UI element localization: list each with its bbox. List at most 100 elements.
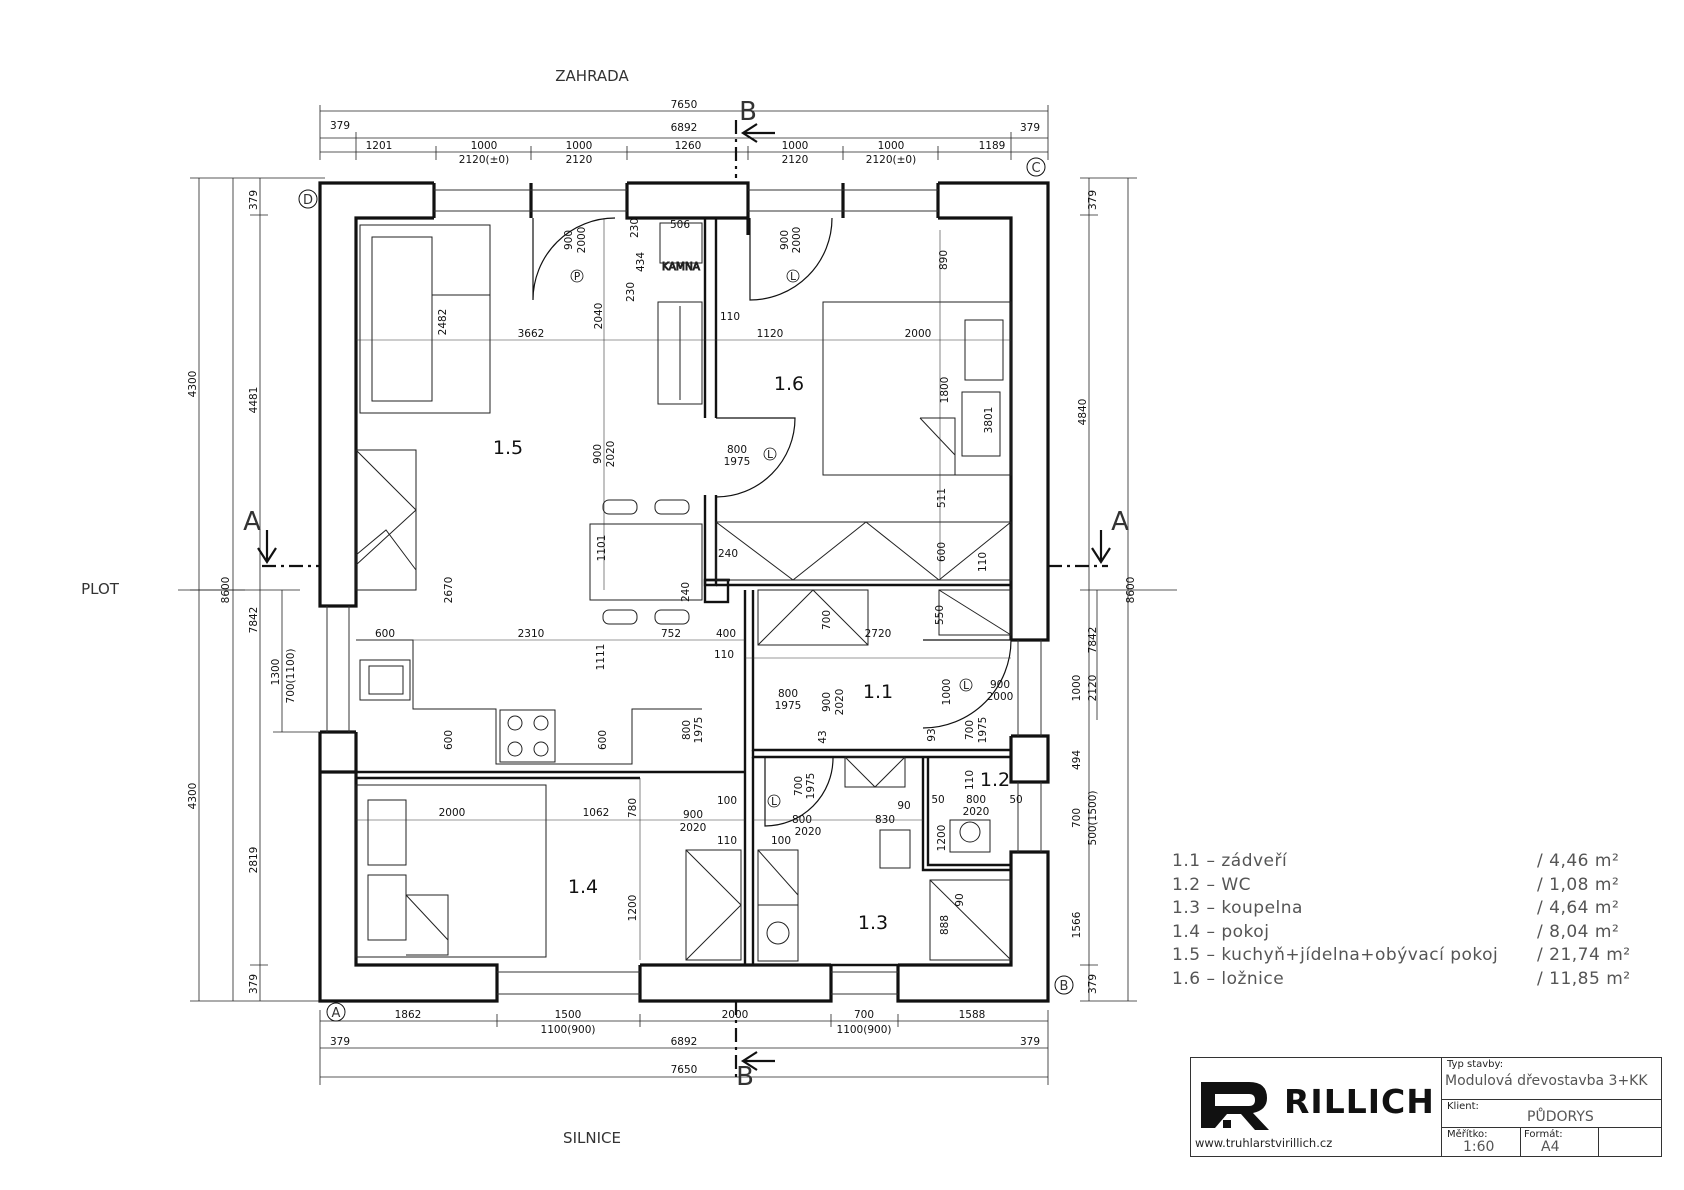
dim-interior: 1120 [757, 328, 784, 340]
label-fence: PLOT [81, 580, 120, 598]
room-label-1-4: 1.4 [568, 876, 598, 898]
room-legend: 1.1 – zádveří / 4,46 m² 1.2 – WC / 1,08 … [1172, 850, 1657, 991]
dim-left: 7842 [248, 607, 260, 634]
dim-interior: 1975 [805, 773, 817, 800]
dim-interior: 90 [954, 893, 966, 906]
legend-area: / 4,64 m² [1537, 898, 1620, 918]
legend-row: 1.1 – zádveří / 4,46 m² [1172, 850, 1657, 874]
dim-bottom-sub: 1100(900) [541, 1024, 596, 1036]
dim-left: 379 [248, 974, 260, 994]
legend-room-name: koupelna [1221, 898, 1303, 918]
dim-interior: 700 [821, 610, 833, 630]
grid-mark-a: A [332, 1006, 341, 1021]
legend-room: 1.1 – zádveří [1172, 851, 1288, 871]
label-road: SILNICE [563, 1129, 621, 1147]
dim-right: 2120 [1087, 675, 1099, 702]
grid-marks [298, 157, 1074, 1022]
dim-left: 379 [248, 190, 260, 210]
meritko-value: 1:60 [1463, 1139, 1495, 1155]
door-mark: L [771, 796, 777, 808]
legend-area-unit: m² [1606, 945, 1631, 965]
section-mark-b-top: B [739, 97, 757, 127]
dim-interior: 2482 [437, 309, 449, 336]
dim-interior: 600 [597, 730, 609, 750]
dim-interior: 800 [727, 444, 747, 456]
dim-bottom-end-left: 379 [330, 1036, 350, 1048]
dim-interior: 434 [635, 252, 647, 272]
legend-room-name: kuchyň+jídelna+obývací pokoj [1221, 945, 1499, 965]
dim-interior: 1975 [693, 717, 705, 744]
dim-right: 8600 [1125, 577, 1137, 604]
dim-left: 4300 [187, 783, 199, 810]
dim-interior: 900 [821, 692, 833, 712]
dim-interior: 2020 [680, 822, 707, 834]
dim-interior: 240 [718, 548, 738, 560]
format-label: Formát: [1524, 1129, 1563, 1140]
dim-top-sub: 2120(±0) [459, 154, 509, 166]
legend-area-unit: m² [1594, 851, 1620, 871]
legend-room: 1.4 – pokoj [1172, 921, 1270, 942]
dim-interior: 1975 [724, 456, 751, 468]
room-label-1-2: 1.2 [980, 769, 1010, 791]
door-mark: L [767, 449, 773, 461]
legend-area-value: 8,04 [1549, 921, 1589, 942]
meritko-label: Měřítko: [1447, 1129, 1488, 1140]
room-label-1-3: 1.3 [858, 912, 888, 934]
legend-area-unit: m² [1594, 874, 1620, 895]
room-label-1-5: 1.5 [493, 437, 523, 459]
dim-right: 494 [1071, 750, 1083, 770]
dim-interior: 1800 [939, 377, 951, 404]
typ-label: Typ stavby: [1447, 1059, 1504, 1070]
dim-bottom-chain: 1862 [395, 1009, 422, 1021]
dim-left: 2819 [248, 847, 260, 874]
dim-interior: 780 [627, 798, 639, 818]
dim-interior: 888 [939, 915, 951, 935]
dim-interior: 2040 [593, 303, 605, 330]
dim-interior: 800 [681, 720, 693, 740]
legend-room: 1.3 – koupelna [1172, 898, 1303, 918]
dim-interior: 2000 [987, 691, 1014, 703]
dim-interior: 506 [670, 219, 690, 231]
dim-top-chain: 1260 [675, 140, 702, 152]
dim-interior: 700 [793, 776, 805, 796]
dim-interior: 900 [683, 809, 703, 821]
dim-right: 500(1500) [1087, 791, 1099, 846]
legend-room-name: WC [1221, 874, 1252, 895]
dim-top-sub: 2120 [782, 154, 809, 166]
furniture: KAMNA [355, 222, 1012, 962]
dim-top-total: 7650 [671, 99, 698, 111]
dim-interior: 830 [875, 814, 895, 826]
dim-interior: 511 [936, 488, 948, 508]
dim-interior: 1200 [936, 825, 948, 852]
grid-mark-c: C [1031, 161, 1040, 176]
legend-area-unit: m² [1606, 968, 1631, 989]
dim-left: 8600 [220, 577, 232, 604]
top-dimensions [319, 105, 1049, 160]
dim-interior: 230 [629, 218, 641, 238]
dim-interior: 50 [931, 794, 944, 806]
room-label-1-6: 1.6 [774, 373, 804, 395]
interior-dimensions [356, 218, 1011, 960]
dim-interior: 600 [443, 730, 455, 750]
room-label-1-1: 1.1 [863, 681, 893, 703]
dim-bottom-sub: 1100(900) [837, 1024, 892, 1036]
section-line-b [734, 120, 775, 1080]
grid-mark-d: D [303, 193, 313, 208]
dim-left: 1300 [270, 659, 282, 686]
interior-dimension-texts: 900 2000 230 434 230 506 900 2000 890 24… [375, 218, 1023, 935]
dim-interior: 240 [680, 582, 692, 602]
legend-area-value: 1,08 [1549, 874, 1589, 895]
bottom-dimension-texts: 1862 1500 2000 700 1588 1100(900) 1100(9… [330, 1009, 1040, 1076]
dim-interior: 110 [720, 311, 740, 323]
dim-top-chain: 1000 [471, 140, 498, 152]
windows [326, 189, 1042, 995]
dim-interior: 2000 [576, 227, 588, 254]
dim-interior: 2020 [605, 441, 617, 468]
door-mark-texts: P L L L L [574, 271, 969, 808]
brand-website: www.truhlarstvirillich.cz [1195, 1136, 1333, 1150]
section-mark-b-bottom: B [736, 1062, 754, 1092]
legend-room-id: 1.5 [1172, 945, 1201, 965]
dim-top-chain: 1000 [782, 140, 809, 152]
dim-interior: 1101 [596, 535, 608, 562]
dim-left: 4300 [187, 371, 199, 398]
